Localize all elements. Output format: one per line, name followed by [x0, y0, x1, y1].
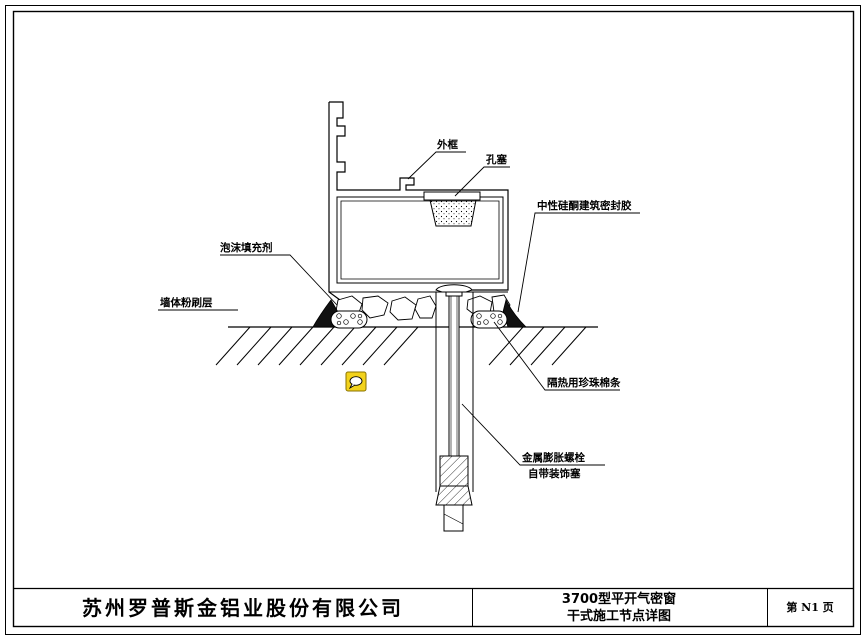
hatch-line [383, 326, 419, 366]
leader-lines [158, 151, 640, 466]
speech-bubble-icon[interactable] [345, 371, 367, 392]
hatch-line [320, 326, 356, 366]
label-hole-plug: 孔塞 [486, 153, 507, 166]
label-pearl-cotton: 隔热用珍珠棉条 [547, 376, 621, 389]
drawing-title-line2: 干式施工节点详图 [567, 608, 671, 624]
company-name: 苏州罗普斯金铝业股份有限公司 [82, 596, 404, 620]
page-number: 第 N1 页 [786, 600, 833, 614]
hatch-line [299, 326, 335, 366]
label-outer-frame: 外框 [436, 138, 458, 151]
ground-hatching [215, 326, 598, 366]
label-wall-plaster: 墙体粉刷层 [160, 296, 213, 309]
drawing-title-line1: 3700型平开气密窗 [562, 591, 676, 607]
hatch-line [341, 326, 377, 366]
label-foam-filler: 泡沫填充剂 [220, 241, 273, 254]
label-bolt-line2: 自带装饰塞 [528, 467, 581, 480]
title-block [13, 587, 854, 627]
hatch-line [551, 326, 587, 366]
label-bolt-line1: 金属膨胀螺栓 [521, 451, 585, 464]
expansion-bolt [435, 284, 474, 532]
hatch-line [257, 326, 293, 366]
hole-plug [423, 191, 481, 227]
pearl-cotton-rod-left [330, 310, 368, 329]
label-sealant: 中性硅酮建筑密封胶 [537, 199, 632, 212]
hatch-line [488, 326, 524, 366]
window-frame-profile [328, 101, 509, 301]
hatch-line [236, 326, 272, 366]
pearl-cotton-rod-right [470, 310, 508, 329]
hatch-line [509, 326, 545, 366]
drawing-border [5, 5, 861, 635]
hatch-line [362, 326, 398, 366]
hatch-line [278, 326, 314, 366]
hatch-line [215, 326, 251, 366]
hatch-line [530, 326, 566, 366]
